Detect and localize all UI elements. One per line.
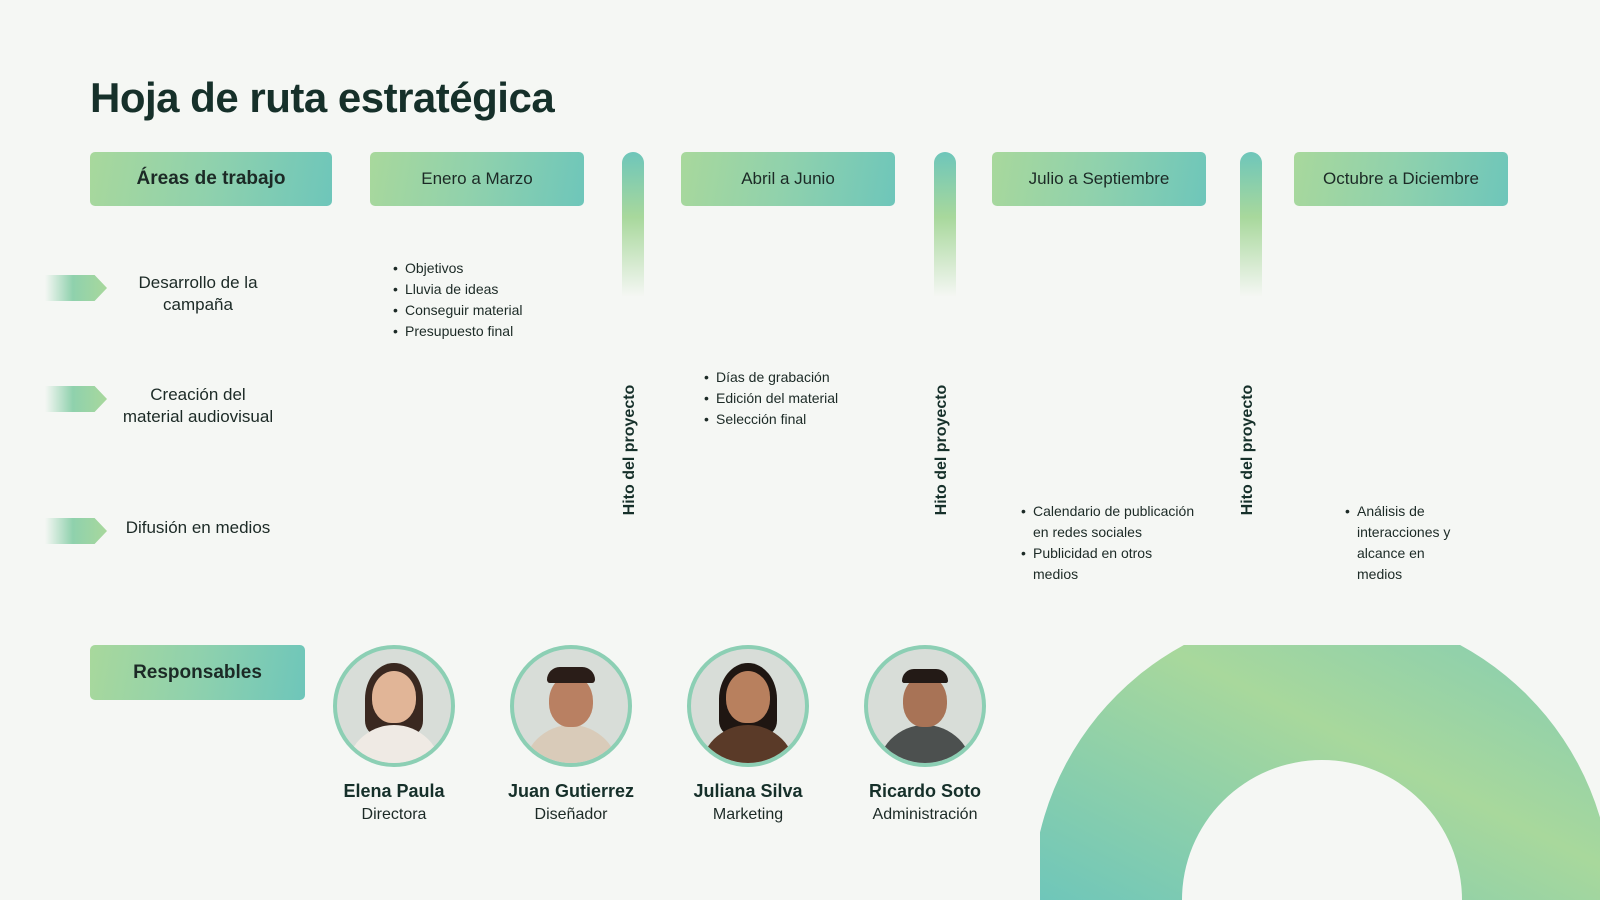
milestone-label-2: Hito del proyecto bbox=[933, 384, 950, 516]
tasks-q3: Calendario de publicación en redes socia… bbox=[1021, 501, 1196, 585]
list-item: Edición del material bbox=[704, 388, 904, 409]
list-item: Publicidad en otros medios bbox=[1021, 543, 1196, 585]
person-name: Juan Gutierrez bbox=[507, 781, 635, 801]
list-item: Días de grabación bbox=[704, 367, 904, 388]
list-item: Lluvia de ideas bbox=[393, 279, 593, 300]
area-audiovisual: Creación del material audiovisual bbox=[122, 385, 274, 426]
tasks-q1: Objetivos Lluvia de ideas Conseguir mate… bbox=[393, 258, 593, 342]
person-role: Administración bbox=[872, 806, 978, 823]
header-q1: Enero a Marzo bbox=[370, 152, 584, 206]
header-areas: Áreas de trabajo bbox=[90, 152, 332, 206]
person-card: Elena Paula Directora bbox=[309, 645, 479, 824]
arrow-icon bbox=[45, 518, 107, 544]
person-card: Juan Gutierrez Diseñador bbox=[486, 645, 656, 824]
area-campaign: Desarrollo de la campaña bbox=[138, 273, 258, 314]
milestone-bar-2 bbox=[934, 152, 956, 297]
list-item: Presupuesto final bbox=[393, 321, 593, 342]
list-item: Conseguir material bbox=[393, 300, 593, 321]
person-name: Elena Paula bbox=[343, 781, 445, 801]
header-q4: Octubre a Diciembre bbox=[1294, 152, 1508, 206]
person-card: Ricardo Soto Administración bbox=[840, 645, 1010, 824]
person-role: Marketing bbox=[712, 806, 784, 823]
page-title: Hoja de ruta estratégica bbox=[90, 74, 555, 121]
list-item: Objetivos bbox=[393, 258, 593, 279]
list-item: Análisis de interacciones y alcance en m… bbox=[1345, 501, 1463, 585]
avatar bbox=[687, 645, 809, 767]
person-role: Diseñador bbox=[534, 806, 608, 823]
milestone-label-1: Hito del proyecto bbox=[621, 384, 638, 516]
header-q3: Julio a Septiembre bbox=[992, 152, 1206, 206]
tasks-q2: Días de grabación Edición del material S… bbox=[704, 367, 904, 430]
person-role: Directora bbox=[361, 806, 427, 823]
milestone-bar-1 bbox=[622, 152, 644, 297]
decorative-arc bbox=[1040, 645, 1600, 900]
person-name: Juliana Silva bbox=[693, 781, 803, 801]
avatar bbox=[333, 645, 455, 767]
arrow-icon bbox=[45, 386, 107, 412]
header-q2: Abril a Junio bbox=[681, 152, 895, 206]
area-media: Difusión en medios bbox=[125, 518, 271, 537]
responsables-header: Responsables bbox=[90, 645, 305, 700]
person-card: Juliana Silva Marketing bbox=[663, 645, 833, 824]
person-name: Ricardo Soto bbox=[868, 781, 981, 801]
milestone-label-3: Hito del proyecto bbox=[1239, 384, 1256, 516]
arrow-icon bbox=[45, 275, 107, 301]
milestone-bar-3 bbox=[1240, 152, 1262, 297]
avatar bbox=[510, 645, 632, 767]
list-item: Calendario de publicación en redes socia… bbox=[1021, 501, 1196, 543]
avatar bbox=[864, 645, 986, 767]
tasks-q4: Análisis de interacciones y alcance en m… bbox=[1345, 501, 1463, 585]
list-item: Selección final bbox=[704, 409, 904, 430]
